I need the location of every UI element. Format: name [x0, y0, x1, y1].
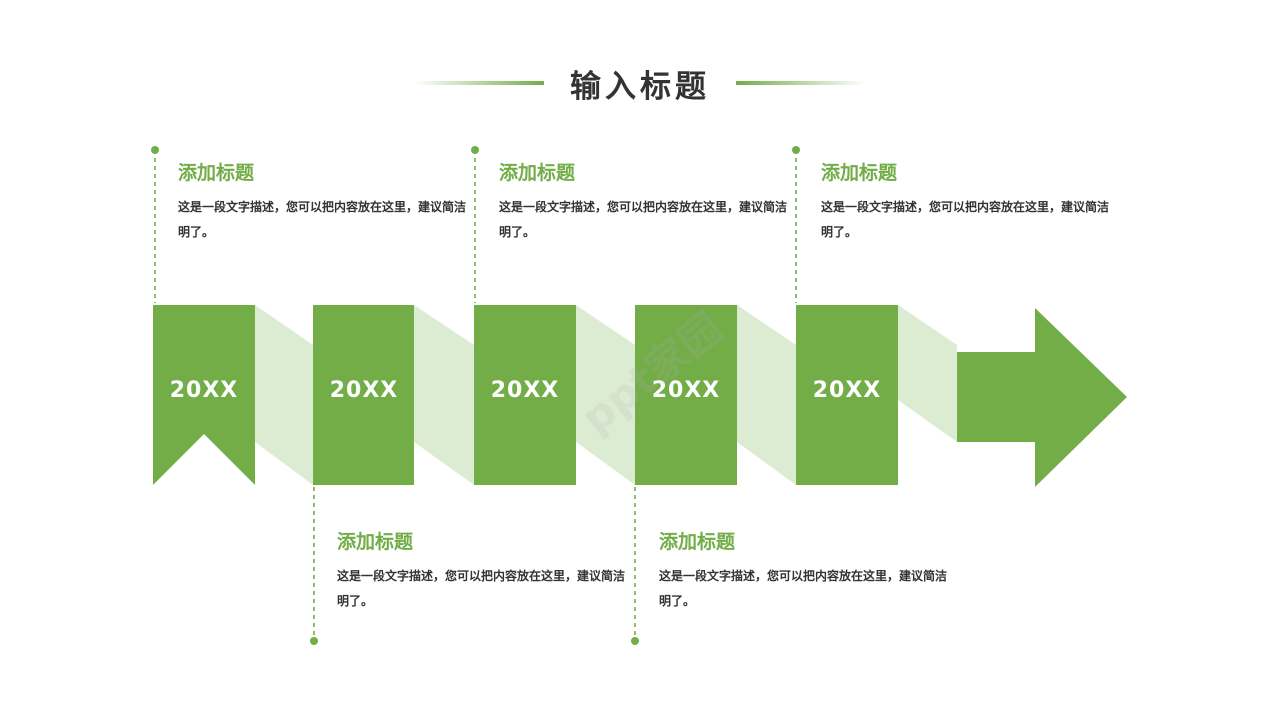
- connector-1: [255, 305, 313, 485]
- title-bar: 输入标题: [0, 58, 1280, 108]
- connector-4: [737, 305, 796, 485]
- milestone-description: 这是一段文字描述，您可以把内容放在这里，建议简洁明了。: [178, 200, 467, 239]
- arrow-head: [957, 308, 1127, 487]
- leader-dot-5: [792, 146, 800, 154]
- year-block-2: [313, 305, 414, 485]
- milestone-description: 这是一段文字描述，您可以把内容放在这里，建议简洁明了。: [821, 200, 1110, 239]
- year-block-3: [474, 305, 576, 485]
- year-label-2: 20XX: [329, 378, 399, 403]
- milestone-title: 添加标题: [659, 531, 736, 553]
- year-label-3: 20XX: [490, 378, 560, 403]
- milestone-card-3: 添加标题 这是一段文字描述，您可以把内容放在这里，建议简洁明了。: [499, 158, 799, 245]
- leader-dot-4: [631, 637, 639, 645]
- leader-dot-2: [310, 637, 318, 645]
- milestone-title: 添加标题: [337, 531, 414, 553]
- page-title: 输入标题: [570, 68, 710, 105]
- connector-2: [414, 305, 474, 485]
- connector-5: [898, 305, 957, 442]
- title-line-right: [736, 81, 866, 85]
- year-block-5: [796, 305, 898, 485]
- year-label-5: 20XX: [812, 378, 882, 403]
- milestone-title: 添加标题: [178, 162, 255, 184]
- leader-dot-3: [471, 146, 479, 154]
- milestone-description: 这是一段文字描述，您可以把内容放在这里，建议简洁明了。: [499, 200, 788, 239]
- milestone-title: 添加标题: [821, 162, 898, 184]
- milestone-card-4: 添加标题 这是一段文字描述，您可以把内容放在这里，建议简洁明了。: [659, 527, 959, 614]
- milestone-description: 这是一段文字描述，您可以把内容放在这里，建议简洁明了。: [337, 569, 626, 608]
- year-label-4: 20XX: [651, 378, 721, 403]
- leader-dot-1: [151, 146, 159, 154]
- milestone-card-2: 添加标题 这是一段文字描述，您可以把内容放在这里，建议简洁明了。: [337, 527, 637, 614]
- year-block-4: [635, 305, 737, 485]
- title-line-left: [414, 81, 544, 85]
- milestone-title: 添加标题: [499, 162, 576, 184]
- milestone-card-1: 添加标题 这是一段文字描述，您可以把内容放在这里，建议简洁明了。: [178, 158, 478, 245]
- year-label-1: 20XX: [169, 378, 239, 403]
- milestone-card-5: 添加标题 这是一段文字描述，您可以把内容放在这里，建议简洁明了。: [821, 158, 1121, 245]
- milestone-description: 这是一段文字描述，您可以把内容放在这里，建议简洁明了。: [659, 569, 948, 608]
- year-block-1: [153, 305, 255, 485]
- connector-3: [576, 305, 635, 485]
